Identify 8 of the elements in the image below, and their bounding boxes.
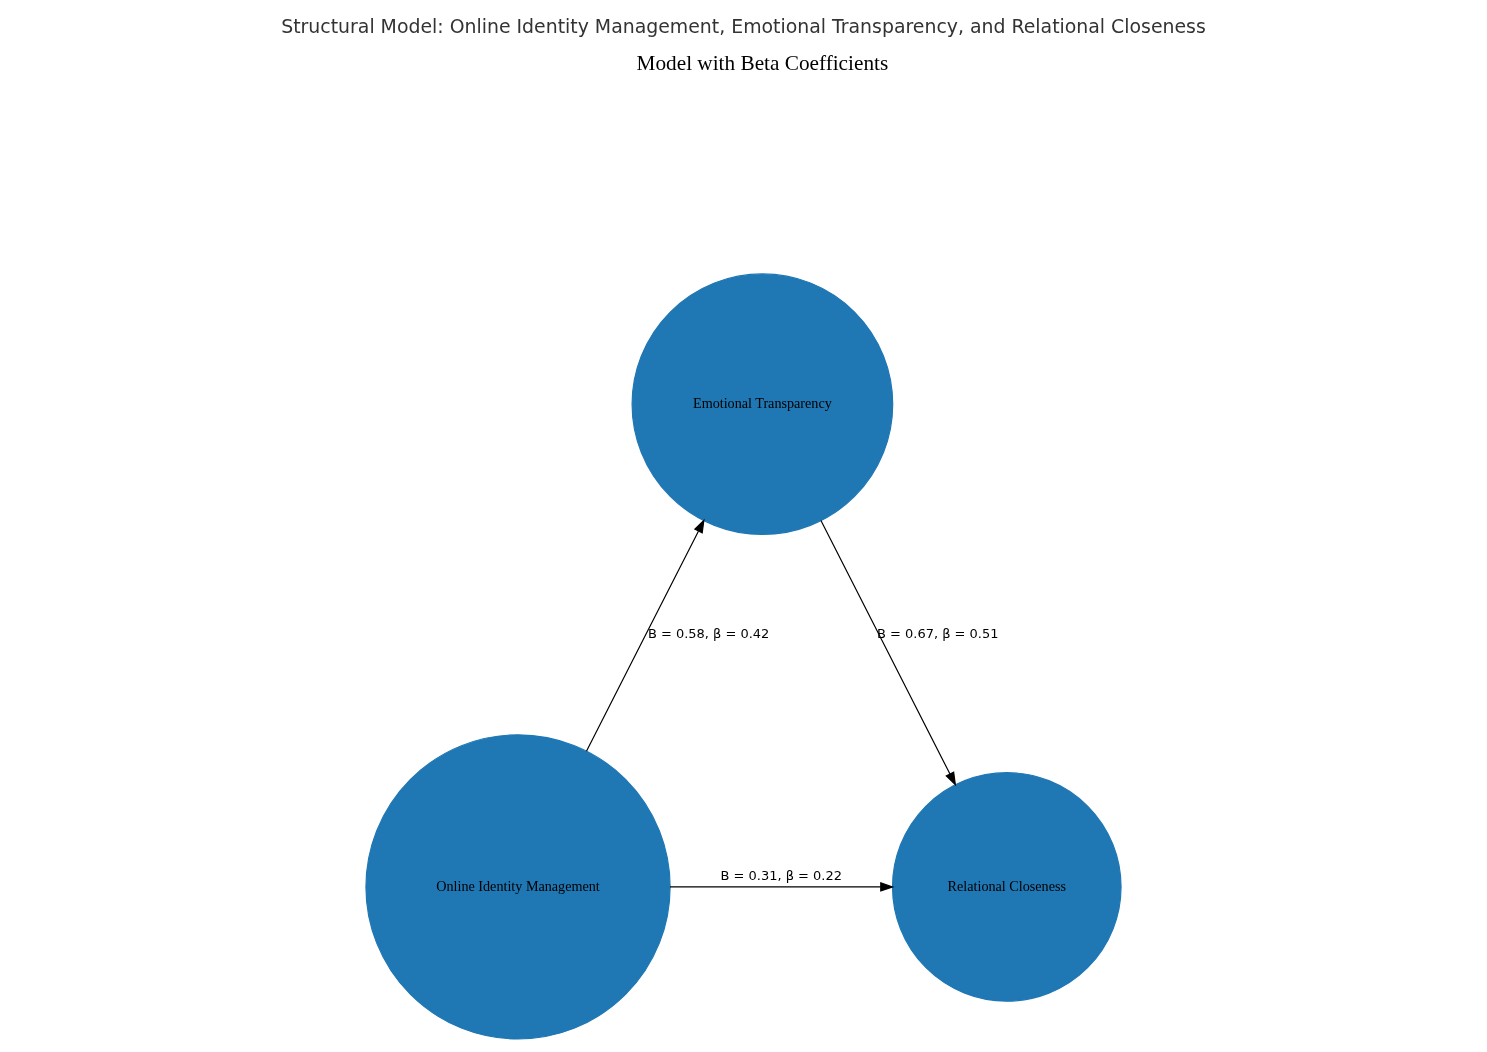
arrow (585, 518, 705, 752)
edge-label: B = 0.58, β = 0.42 (647, 625, 770, 641)
arrow (669, 881, 895, 892)
diagram-title: Structural Model: Online Identity Management, Emotional Transparency, and Relational Closeness (281, 15, 1206, 38)
edge-label: B = 0.31, β = 0.22 (720, 867, 842, 883)
node-circle: Online Identity Management (365, 734, 671, 1040)
arrow (820, 519, 957, 787)
label: Model with Beta Coefficients (636, 51, 889, 76)
